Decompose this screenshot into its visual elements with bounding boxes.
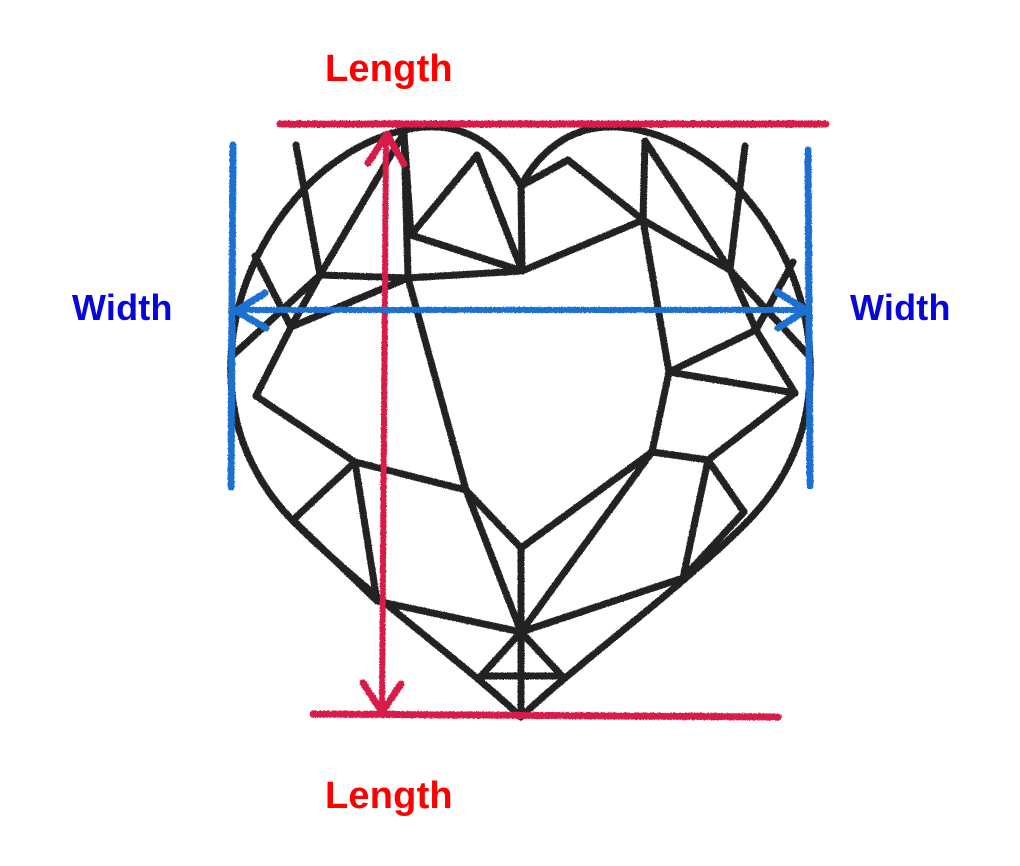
facet-line-50 xyxy=(517,628,566,680)
facet-line-44 xyxy=(462,486,525,636)
width-arrow-head-right xyxy=(773,288,810,332)
facet-line-32 xyxy=(752,326,799,397)
facet-line-39 xyxy=(704,456,748,516)
length-measurement-annotation xyxy=(276,120,830,721)
facet-line-47 xyxy=(517,574,687,636)
facet-line-22 xyxy=(251,252,295,331)
width-label-right: Width xyxy=(850,287,951,328)
facet-line-9 xyxy=(316,271,412,282)
facet-line-18 xyxy=(641,137,734,274)
facet-line-38 xyxy=(648,448,712,464)
facet-line-46 xyxy=(373,597,525,636)
facet-line-16 xyxy=(518,216,647,275)
length-label-top: Length xyxy=(325,48,453,90)
facet-line-49 xyxy=(477,628,525,680)
facet-line-11 xyxy=(517,182,526,275)
facet-line-7 xyxy=(473,151,526,275)
facet-line-12 xyxy=(726,142,749,274)
facet-line-42 xyxy=(517,448,656,552)
width-arrow-head-left xyxy=(232,289,270,332)
facet-line-19 xyxy=(726,266,814,361)
facet-line-4 xyxy=(400,129,415,239)
facet-line-1 xyxy=(292,141,324,279)
facet-line-28 xyxy=(289,458,359,524)
facet-line-2 xyxy=(316,129,408,279)
width-guide-line-left xyxy=(227,141,237,491)
facet-line-29 xyxy=(351,458,381,605)
facet-line-24 xyxy=(287,274,412,331)
facet-line-5 xyxy=(407,151,481,239)
width-measurement-annotation xyxy=(227,141,814,491)
facet-line-35 xyxy=(665,368,799,397)
facet-line-10 xyxy=(404,267,526,282)
facet-line-45 xyxy=(517,448,656,636)
facet-line-41 xyxy=(462,486,525,552)
facet-line-27 xyxy=(351,458,470,494)
facet-line-36 xyxy=(648,368,673,456)
facet-line-25 xyxy=(404,274,470,494)
length-label-bottom: Length xyxy=(325,775,453,817)
facet-line-33 xyxy=(665,326,760,376)
length-arrow-shaft xyxy=(379,131,389,713)
facet-line-34 xyxy=(639,216,673,376)
facet-line-30 xyxy=(726,266,760,334)
facet-line-53 xyxy=(679,508,748,582)
width-guide-line-right xyxy=(804,146,814,490)
facet-line-37 xyxy=(704,389,799,464)
width-label-left: Width xyxy=(72,287,173,328)
facet-line-40 xyxy=(679,456,712,582)
facet-line-17 xyxy=(517,156,572,190)
facet-line-8 xyxy=(227,271,324,361)
facet-line-15 xyxy=(564,156,647,224)
facet-line-31 xyxy=(752,258,797,334)
facet-line-21 xyxy=(287,271,324,331)
length-arrow-head-up xyxy=(364,130,408,168)
length-guide-line-bottom xyxy=(309,710,782,721)
facet-line-6 xyxy=(407,231,526,275)
heart-diamond-facets xyxy=(227,123,814,721)
length-arrow-head-down xyxy=(359,679,405,716)
facet-line-14 xyxy=(639,137,649,224)
facet-line-20 xyxy=(639,216,734,274)
facet-line-26 xyxy=(252,392,359,466)
facet-line-23 xyxy=(252,323,295,400)
facet-line-52 xyxy=(289,516,381,605)
